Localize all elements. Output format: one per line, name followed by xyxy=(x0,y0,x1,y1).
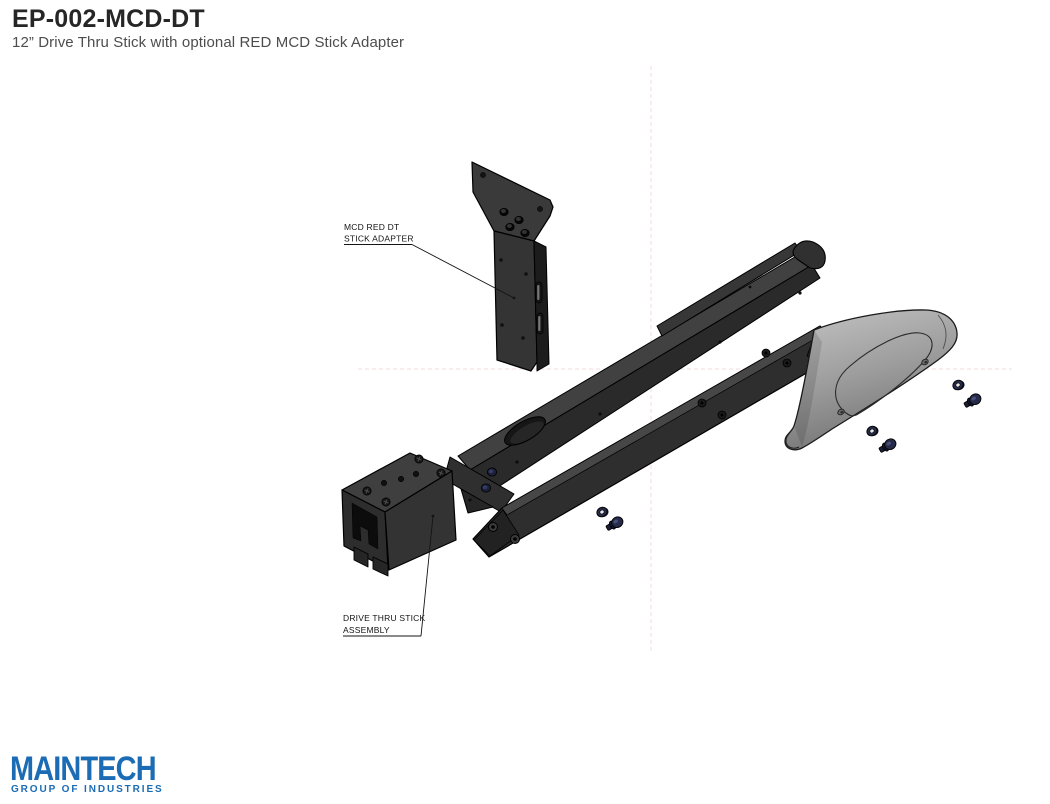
button-screw xyxy=(878,438,897,453)
phillips-screw xyxy=(381,497,391,507)
phillips-screw xyxy=(362,486,372,496)
button-screw xyxy=(963,393,982,408)
joint-bracket xyxy=(443,456,515,514)
page-title: EP-002-MCD-DT xyxy=(12,5,205,33)
callout-leader-line xyxy=(420,515,434,637)
bar-hole xyxy=(488,348,792,544)
button-screw xyxy=(605,516,624,531)
callout-leader-line xyxy=(411,244,515,299)
washer xyxy=(596,506,609,518)
washer xyxy=(866,425,879,437)
cover-dimple xyxy=(837,408,845,416)
gray-plastic-cover xyxy=(784,309,958,451)
callout-assembly-line2: ASSEMBLY xyxy=(343,625,390,635)
maintech-logo-tagline: GROUP OF INDUSTRIES xyxy=(11,784,164,795)
maintech-logo: MAINTECH xyxy=(10,750,157,788)
callout-leader-dot xyxy=(431,514,435,518)
joint-screw xyxy=(480,483,492,493)
callout-adapter-line1: MCD RED DT xyxy=(344,222,399,232)
washer xyxy=(952,379,965,391)
cover-dimple xyxy=(921,358,929,366)
fastener-set xyxy=(596,379,982,531)
mcd-adapter-part xyxy=(471,161,554,372)
joint-screw xyxy=(486,467,498,477)
callout-assembly: DRIVE THRU STICK ASSEMBLY xyxy=(343,514,435,637)
stick-tube xyxy=(457,240,826,501)
callout-adapter-line2: STICK ADAPTER xyxy=(344,234,414,244)
receiver-channel xyxy=(341,452,457,577)
adapter-button-screw xyxy=(499,208,530,238)
callout-leader-dot xyxy=(512,296,516,300)
phillips-screw xyxy=(436,468,446,478)
phillips-screw xyxy=(414,454,424,464)
callout-assembly-line1: DRIVE THRU STICK xyxy=(343,613,426,623)
page-subtitle: 12” Drive Thru Stick with optional RED M… xyxy=(12,34,405,51)
callout-adapter: MCD RED DT STICK ADAPTER xyxy=(344,222,516,300)
